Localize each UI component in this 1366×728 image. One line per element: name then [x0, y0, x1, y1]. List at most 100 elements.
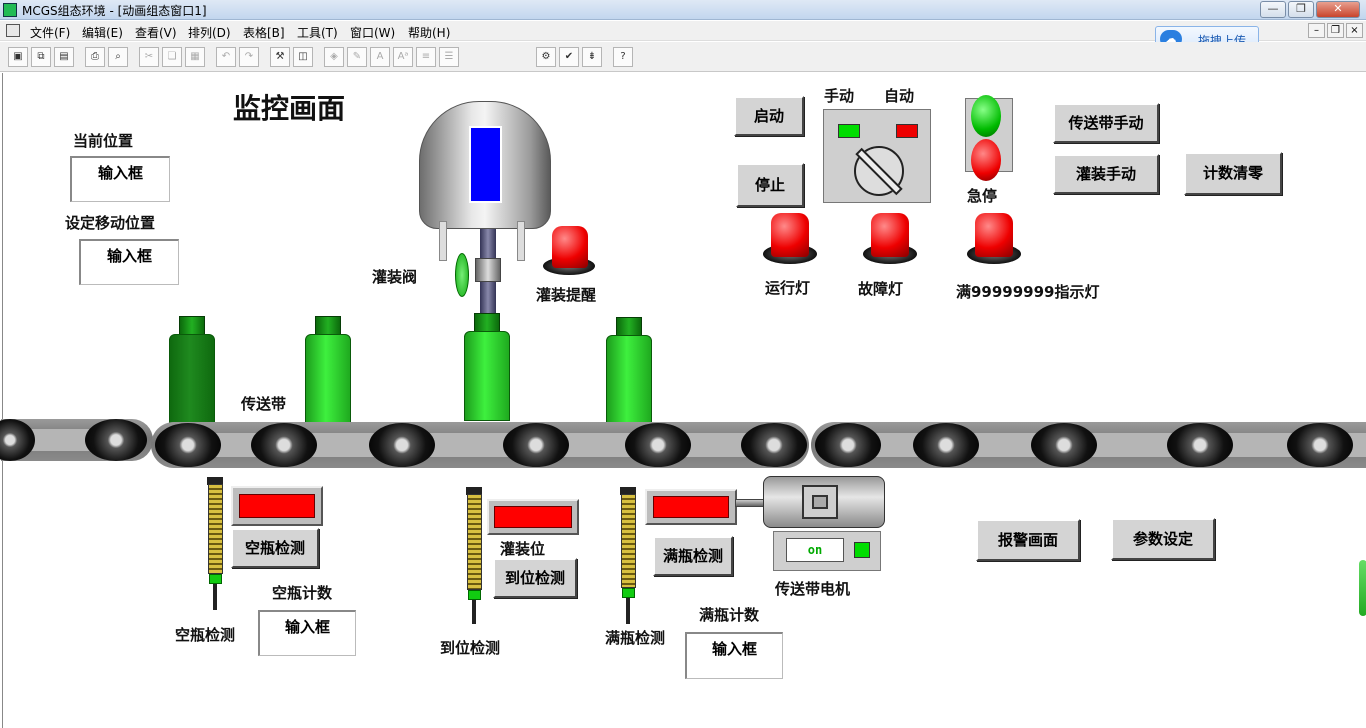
- document-icon[interactable]: [6, 24, 20, 37]
- selector-knob-icon[interactable]: [854, 146, 904, 196]
- copy-icon[interactable]: ❏: [162, 47, 182, 67]
- manual-indicator: [838, 124, 860, 138]
- empty-bottle-sensor: [208, 484, 223, 574]
- mdi-close-button[interactable]: ×: [1346, 23, 1363, 38]
- menu-tools[interactable]: 工具(T): [297, 26, 338, 40]
- full-count-input[interactable]: 输入框: [685, 632, 783, 679]
- menu-bar: 文件(F) 编辑(E) 查看(V) 排列(D) 表格[B] 工具(T) 窗口(W…: [0, 21, 1366, 41]
- design-canvas[interactable]: 监控画面 当前位置 输入框 设定移动位置 输入框 灌装阀 灌装提醒 传送带: [0, 73, 1366, 728]
- conveyor-roller: [503, 423, 569, 467]
- motor-status-display: on: [786, 538, 844, 562]
- manual-label: 手动: [824, 87, 855, 105]
- fill-pos-label: 灌装位: [500, 540, 546, 558]
- auto-indicator: [896, 124, 918, 138]
- arrival-indicator-frame: [487, 499, 579, 535]
- print-preview-icon[interactable]: ⌕: [108, 47, 128, 67]
- check-icon[interactable]: ✔: [559, 47, 579, 67]
- print-icon[interactable]: ⎙: [85, 47, 105, 67]
- save-icon[interactable]: ▤: [54, 47, 74, 67]
- list-icon[interactable]: ⇟: [582, 47, 602, 67]
- full-detect-button[interactable]: 满瓶检测: [653, 536, 733, 576]
- menu-help[interactable]: 帮助(H): [408, 26, 451, 40]
- valve-handwheel-icon[interactable]: [455, 253, 469, 297]
- line-type-icon[interactable]: ☰: [439, 47, 459, 67]
- empty-count-label: 空瓶计数: [272, 584, 333, 602]
- title-bar: MCGS组态环境 - [动画组态窗口1] — ❐ ✕: [0, 0, 1366, 20]
- properties-icon[interactable]: ⚙: [536, 47, 556, 67]
- conveyor-motor: [763, 476, 885, 528]
- valve-body: [475, 258, 501, 282]
- fill-remind-label: 灌装提醒: [536, 286, 597, 304]
- empty-detect-button[interactable]: 空瓶检测: [231, 528, 319, 568]
- conveyor-roller: [815, 423, 881, 467]
- menu-view[interactable]: 查看(V): [135, 26, 177, 40]
- green-button[interactable]: [971, 95, 1001, 137]
- full-sensor-label: 满瓶检测: [605, 629, 666, 647]
- app-icon: [3, 3, 17, 17]
- tank-level-indicator: [469, 126, 502, 203]
- new-window-icon[interactable]: ▣: [8, 47, 28, 67]
- full-lamp-label: 满99999999指示灯: [956, 283, 1100, 301]
- conveyor-roller: [85, 419, 147, 461]
- maximize-button[interactable]: ❐: [1288, 1, 1314, 18]
- conveyor-roller: [1287, 423, 1353, 467]
- menu-arrange[interactable]: 排列(D): [188, 26, 231, 40]
- tank-leg-left: [439, 221, 447, 261]
- paste-icon[interactable]: ▦: [185, 47, 205, 67]
- motor-run-indicator: [854, 542, 870, 558]
- close-button[interactable]: ✕: [1316, 1, 1360, 18]
- toolbar: ▣ ⧉ ▤ ⎙ ⌕ ✂ ❏ ▦ ↶ ↷ ⚒ ◫ ◈ ✎ A Aᵃ ≡ ☰ ⚙ ✔…: [0, 42, 1366, 72]
- full-bottle-indicator: [653, 496, 729, 518]
- full-lamp: [975, 213, 1013, 257]
- current-pos-label: 当前位置: [73, 132, 134, 150]
- fill-color-icon[interactable]: ◈: [324, 47, 344, 67]
- estop-button[interactable]: [971, 139, 1001, 181]
- help-icon[interactable]: ?: [613, 47, 633, 67]
- estop-label: 急停: [967, 187, 998, 205]
- redo-icon[interactable]: ↷: [239, 47, 259, 67]
- tools-icon[interactable]: ⚒: [270, 47, 290, 67]
- empty-count-input[interactable]: 输入框: [258, 610, 356, 656]
- motor-label: 传送带电机: [775, 580, 851, 598]
- vertical-scrollbar-thumb[interactable]: [1359, 560, 1366, 616]
- run-lamp-label: 运行灯: [765, 279, 811, 297]
- frame-icon[interactable]: ◫: [293, 47, 313, 67]
- mdi-minimize-button[interactable]: –: [1308, 23, 1325, 38]
- menu-file[interactable]: 文件(F): [30, 26, 71, 40]
- fault-lamp: [871, 213, 909, 257]
- mdi-restore-button[interactable]: ❐: [1327, 23, 1344, 38]
- undo-icon[interactable]: ↶: [216, 47, 236, 67]
- current-pos-input[interactable]: 输入框: [70, 156, 170, 202]
- empty-bottle-indicator: [239, 494, 315, 518]
- fault-lamp-label: 故障灯: [858, 280, 904, 298]
- cut-icon[interactable]: ✂: [139, 47, 159, 67]
- start-button[interactable]: 启动: [734, 96, 804, 136]
- open-icon[interactable]: ⧉: [31, 47, 51, 67]
- alarm-screen-button[interactable]: 报警画面: [976, 519, 1080, 561]
- mode-selector-switch[interactable]: [823, 109, 931, 203]
- set-pos-input[interactable]: 输入框: [79, 239, 179, 285]
- menu-table[interactable]: 表格[B]: [243, 26, 285, 40]
- conveyor-roller: [741, 423, 807, 467]
- count-reset-button[interactable]: 计数清零: [1184, 152, 1282, 195]
- valve-label: 灌装阀: [372, 268, 418, 286]
- param-settings-button[interactable]: 参数设定: [1111, 518, 1215, 560]
- conveyor-manual-button[interactable]: 传送带手动: [1053, 103, 1159, 143]
- arrival-indicator: [494, 506, 572, 528]
- auto-label: 自动: [884, 87, 915, 105]
- arrive-detect-button[interactable]: 到位检测: [493, 558, 577, 598]
- font-icon[interactable]: Aᵃ: [393, 47, 413, 67]
- menu-window[interactable]: 窗口(W): [350, 26, 396, 40]
- stop-button[interactable]: 停止: [736, 163, 804, 207]
- line-color-icon[interactable]: ✎: [347, 47, 367, 67]
- fill-manual-button[interactable]: 灌装手动: [1053, 154, 1159, 194]
- conveyor-label: 传送带: [241, 395, 287, 413]
- minimize-button[interactable]: —: [1260, 1, 1286, 18]
- line-style-icon[interactable]: ≡: [416, 47, 436, 67]
- conveyor-roller: [369, 423, 435, 467]
- motor-panel: on: [773, 531, 881, 571]
- conveyor-roller: [251, 423, 317, 467]
- menu-edit[interactable]: 编辑(E): [82, 26, 123, 40]
- full-bottle-sensor: [621, 494, 636, 588]
- font-color-icon[interactable]: A: [370, 47, 390, 67]
